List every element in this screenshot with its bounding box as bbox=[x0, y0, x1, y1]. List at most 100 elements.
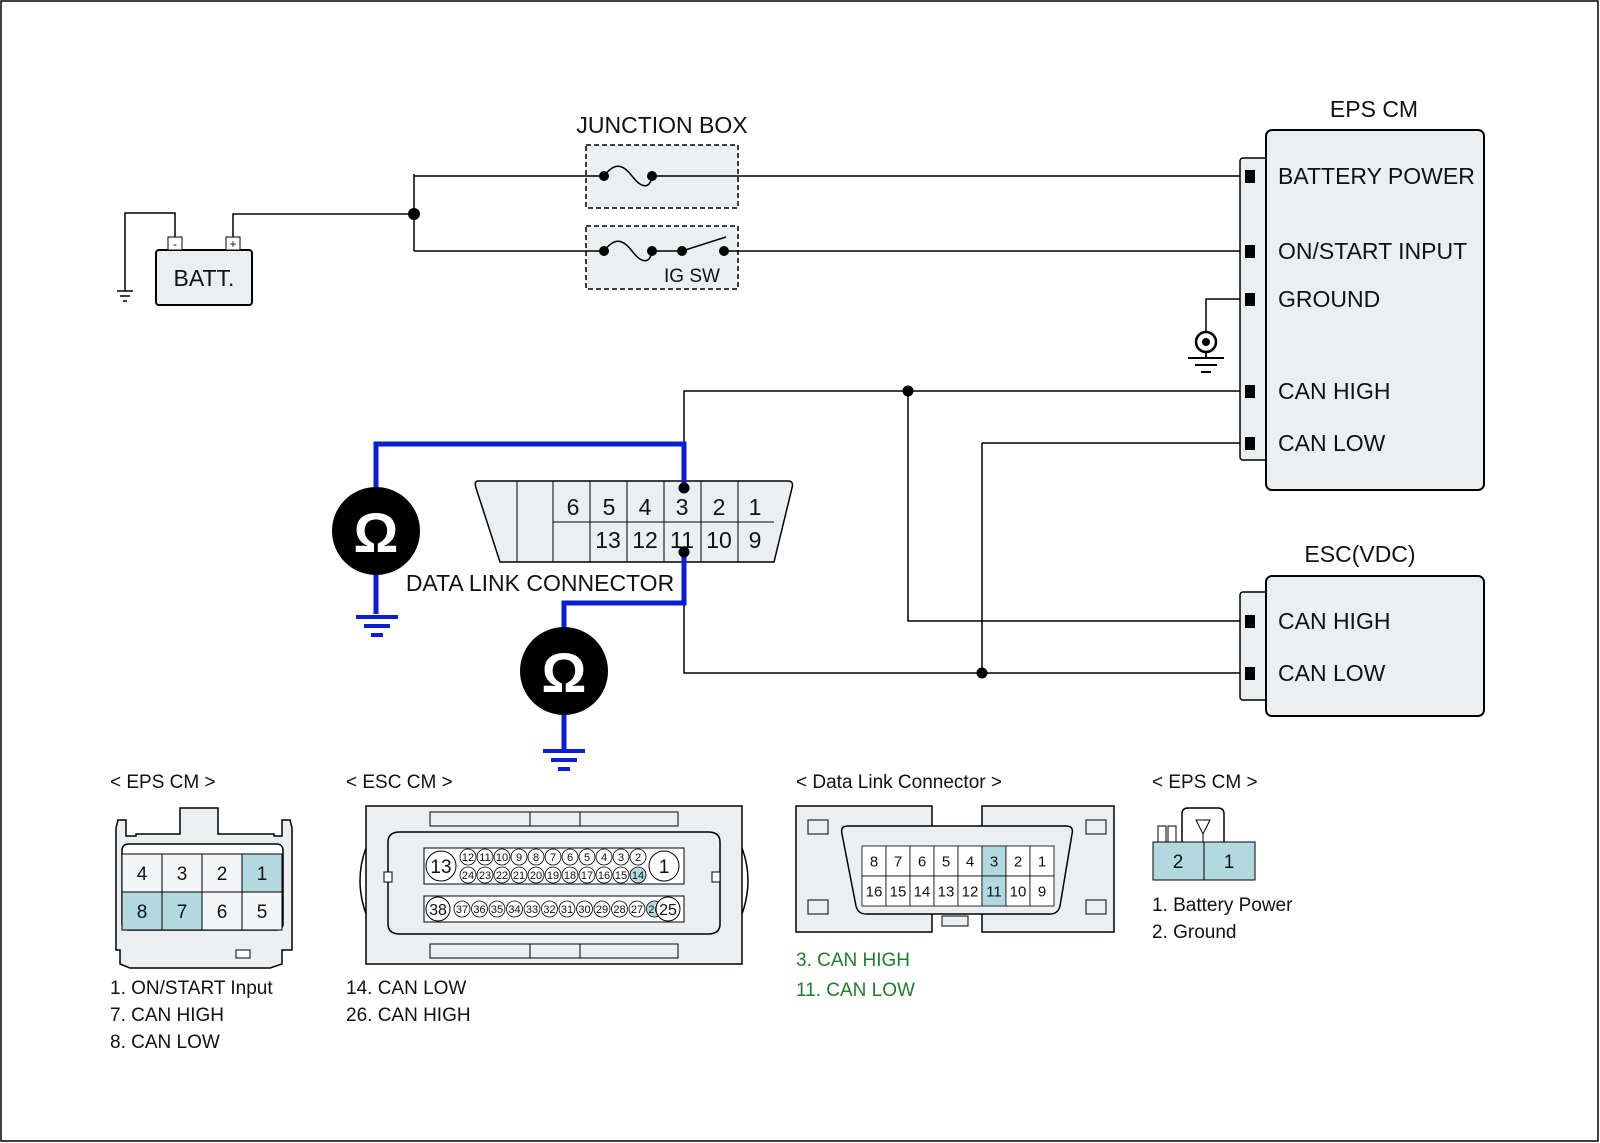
legend-eps2-note: 2. Ground bbox=[1152, 922, 1237, 943]
legend-eps-pin: 3 bbox=[177, 864, 188, 885]
connector-pin bbox=[1029, 845, 1055, 877]
eps-pin-can-high: CAN HIGH bbox=[1278, 378, 1390, 404]
connector-pin-label: 22 bbox=[496, 870, 508, 882]
legend-eps-cm-connector: < EPS CM > 4 3 2 1 8 7 6 5 1. ON/START I… bbox=[110, 772, 293, 1053]
connector-pin-label: 17 bbox=[581, 870, 593, 882]
connector-pin-label: 9 bbox=[516, 852, 522, 864]
connector-pin bbox=[909, 845, 935, 877]
legend-eps-pin: 7 bbox=[177, 902, 188, 923]
eps-pin-on-start-input: ON/START INPUT bbox=[1278, 238, 1467, 264]
connector-pin-label: 1 bbox=[1038, 853, 1046, 870]
connector-pin-label: 27 bbox=[631, 904, 643, 916]
connector-pin-label: 19 bbox=[547, 870, 559, 882]
esc-vdc-module: ESC(VDC) CAN HIGH CAN LOW bbox=[1239, 541, 1485, 717]
dlc-pin: 6 bbox=[567, 494, 580, 520]
ground-wire bbox=[1205, 298, 1252, 338]
connector-pin-label: 36 bbox=[473, 904, 485, 916]
connector-pin bbox=[578, 866, 596, 884]
chassis-ground-icon bbox=[1188, 330, 1224, 373]
connector-pin-label: 30 bbox=[578, 904, 590, 916]
fuse-box-bottom bbox=[585, 225, 739, 290]
connector-pin-label: 6 bbox=[918, 853, 926, 870]
battery-pos-terminal: + bbox=[229, 237, 236, 251]
pin-terminal bbox=[1245, 437, 1255, 450]
connector-pin bbox=[981, 875, 1007, 907]
power-wires bbox=[232, 174, 1252, 252]
connector-pin bbox=[527, 848, 545, 866]
legend-eps2-pin: 1 bbox=[1224, 852, 1235, 873]
connector-pin bbox=[595, 848, 613, 866]
dlc-pin: 1 bbox=[749, 494, 762, 520]
battery: - + BATT. bbox=[155, 236, 253, 306]
legend-eps-pin: 1 bbox=[257, 864, 268, 885]
legend-eps-pin: 8 bbox=[137, 902, 148, 923]
connector-pin-label: 34 bbox=[508, 904, 520, 916]
connector-pin bbox=[561, 848, 579, 866]
connector-pin bbox=[933, 875, 959, 907]
ohmmeter-icon: Ω bbox=[520, 627, 608, 715]
dlc-pin: 4 bbox=[639, 494, 652, 520]
pin-terminal bbox=[1245, 385, 1255, 398]
connector-pin bbox=[510, 848, 528, 866]
dlc-pin: 13 bbox=[595, 527, 621, 553]
connector-pin bbox=[453, 900, 471, 918]
connector-pin-label: 4 bbox=[601, 852, 607, 864]
connector-pin-label: 16 bbox=[598, 870, 610, 882]
connector-pin bbox=[476, 848, 494, 866]
connector-pin-label: 3 bbox=[990, 853, 998, 870]
dlc-pin: 9 bbox=[749, 527, 762, 553]
connector-pin bbox=[629, 848, 647, 866]
legend-eps2-note: 1. Battery Power bbox=[1152, 895, 1293, 916]
connector-pin-label: 32 bbox=[543, 904, 555, 916]
connector-pin bbox=[612, 866, 630, 884]
connector-pin bbox=[861, 875, 887, 907]
eps-pin-battery-power: BATTERY POWER bbox=[1278, 163, 1475, 189]
legend-eps-note: 1. ON/START Input bbox=[110, 978, 273, 999]
dlc-pin: 11 bbox=[670, 527, 694, 553]
connector-pin-label: 37 bbox=[456, 904, 468, 916]
connector-pin-label: 33 bbox=[526, 904, 538, 916]
legend-eps-note: 7. CAN HIGH bbox=[110, 1005, 224, 1026]
legend-eps-cm2-connector: < EPS CM > 2 1 1. Battery Power 2. Groun… bbox=[1152, 772, 1293, 943]
connector-pin bbox=[612, 848, 630, 866]
eps-cm-title: EPS CM bbox=[1330, 96, 1418, 122]
connector-pin bbox=[629, 866, 647, 884]
battery-neg-terminal: - bbox=[173, 237, 177, 251]
connector-pin-label: 3 bbox=[618, 852, 624, 864]
eps-pin-can-low: CAN LOW bbox=[1278, 430, 1386, 456]
connector-pin bbox=[471, 900, 488, 918]
connector-pin bbox=[510, 866, 528, 884]
legend-esc-pin: 1 bbox=[659, 857, 670, 878]
pin-terminal bbox=[1245, 615, 1255, 628]
dlc-pin: 5 bbox=[603, 494, 616, 520]
connector-pin-label: 2 bbox=[1014, 853, 1022, 870]
connector-pin bbox=[981, 845, 1007, 877]
legend-eps-pin: 2 bbox=[217, 864, 228, 885]
connector-pin-label: 16 bbox=[866, 883, 883, 900]
connector-pin bbox=[593, 900, 611, 918]
connector-pin-label: 10 bbox=[1010, 883, 1027, 900]
connector-pin bbox=[595, 866, 613, 884]
battery-label: BATT. bbox=[174, 265, 235, 291]
connector-pin-label: 6 bbox=[567, 852, 573, 864]
connector-pin-label: 2 bbox=[635, 852, 641, 864]
legend-eps-cm-title: < EPS CM > bbox=[110, 772, 216, 793]
connector-pin-label: 8 bbox=[533, 852, 539, 864]
connector-pin bbox=[1029, 875, 1055, 907]
ohm-symbol: Ω bbox=[542, 641, 587, 704]
connector-pin bbox=[957, 845, 983, 877]
legend-esc-note: 26. CAN HIGH bbox=[346, 1005, 471, 1026]
dlc-pin: 12 bbox=[632, 527, 658, 553]
legend-eps-note: 8. CAN LOW bbox=[110, 1032, 220, 1053]
connector-pin bbox=[1005, 875, 1031, 907]
connector-pin bbox=[957, 875, 983, 907]
connector-pin-label: 23 bbox=[479, 870, 491, 882]
connector-pin-label: 11 bbox=[479, 852, 490, 864]
connector-pin bbox=[933, 845, 959, 877]
connector-pin-label: 7 bbox=[894, 853, 902, 870]
legend-dlc-note: 3. CAN HIGH bbox=[796, 950, 910, 971]
connector-pin-label: 13 bbox=[938, 883, 955, 900]
legend-esc-pin: 13 bbox=[430, 857, 451, 878]
